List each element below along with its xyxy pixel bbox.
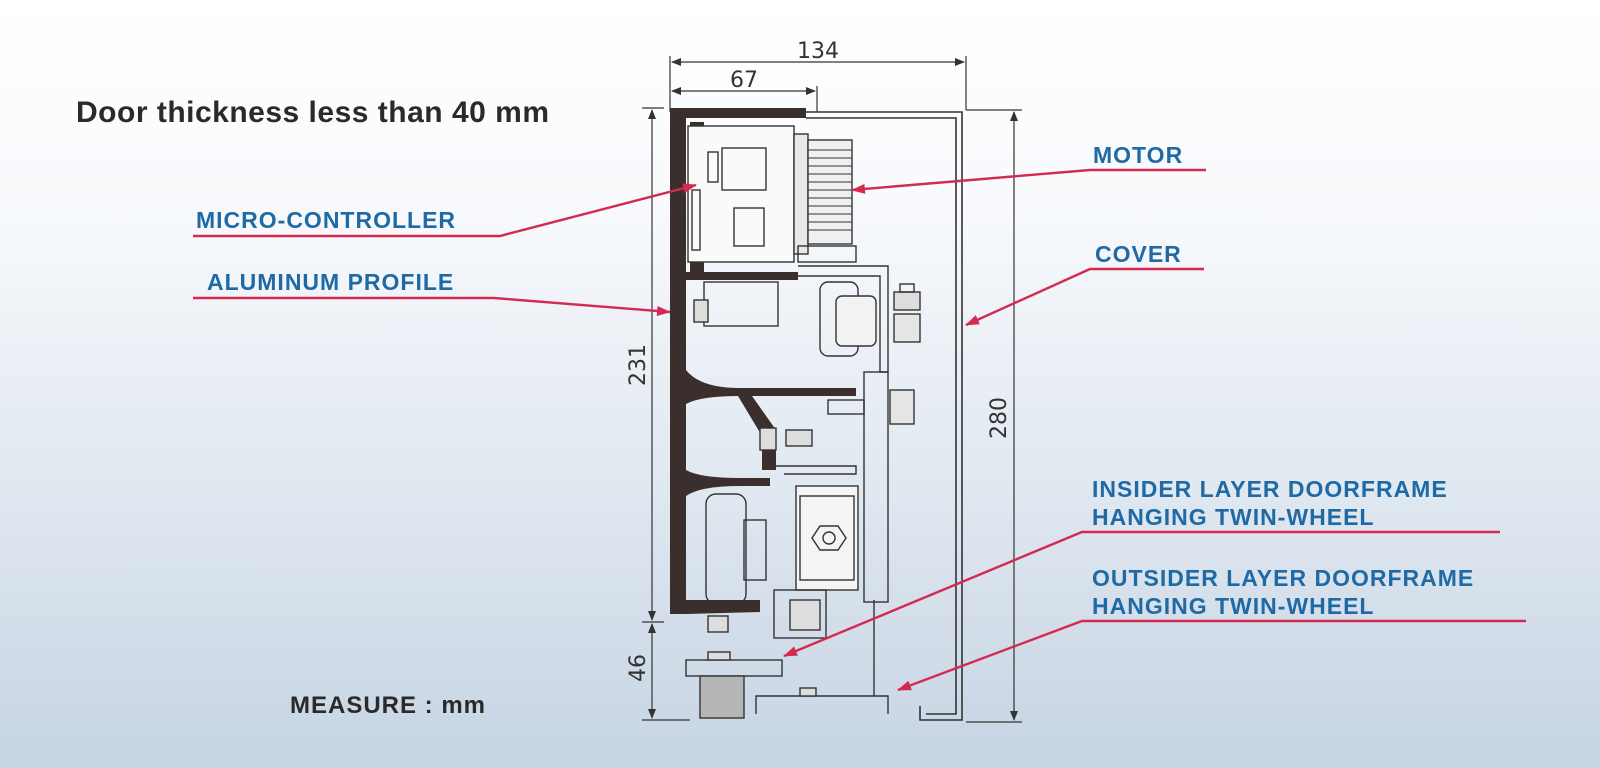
upper-wheel-assembly <box>693 265 921 603</box>
label-insider-line2: HANGING TWIN-WHEEL <box>1092 504 1375 530</box>
label-aluminum-profile: ALUMINUM PROFILE <box>207 269 455 295</box>
dimension-lines <box>642 56 1022 723</box>
leader-micro-controller <box>193 183 697 238</box>
bottom-guide <box>685 600 889 719</box>
leader-motor <box>851 168 1206 194</box>
dim-overall-height: 280 <box>987 397 1012 439</box>
middle-bolt <box>759 427 857 475</box>
label-motor: MOTOR <box>1093 142 1184 168</box>
leader-aluminum-profile <box>193 296 671 316</box>
measure-unit-note: MEASURE : mm <box>290 692 487 719</box>
leader-cover <box>965 267 1204 327</box>
dim-half-width: 67 <box>730 68 758 93</box>
motor-unit-shape <box>687 125 857 263</box>
cover-shape <box>802 111 963 721</box>
label-outsider-line2: HANGING TWIN-WHEEL <box>1092 593 1375 619</box>
dim-overall-width: 134 <box>797 39 839 64</box>
leader-lines <box>193 168 1526 692</box>
label-insider-wheel: INSIDER LAYER DOORFRAME HANGING TWIN-WHE… <box>1092 475 1448 531</box>
label-micro-controller: MICRO-CONTROLLER <box>196 207 457 233</box>
leader-insider-wheel <box>783 530 1500 658</box>
label-outsider-line1: OUTSIDER LAYER DOORFRAME <box>1092 565 1475 591</box>
label-insider-line1: INSIDER LAYER DOORFRAME <box>1092 476 1448 502</box>
label-cover: COVER <box>1095 241 1182 267</box>
page-title: Door thickness less than 40 mm <box>76 96 550 129</box>
leader-outsider-wheel <box>897 619 1526 692</box>
label-outsider-wheel: OUTSIDER LAYER DOORFRAME HANGING TWIN-WH… <box>1092 564 1474 620</box>
dim-profile-height: 231 <box>626 344 651 386</box>
dim-bottom-height: 46 <box>626 654 651 682</box>
lower-wheel-assembly <box>705 485 859 639</box>
